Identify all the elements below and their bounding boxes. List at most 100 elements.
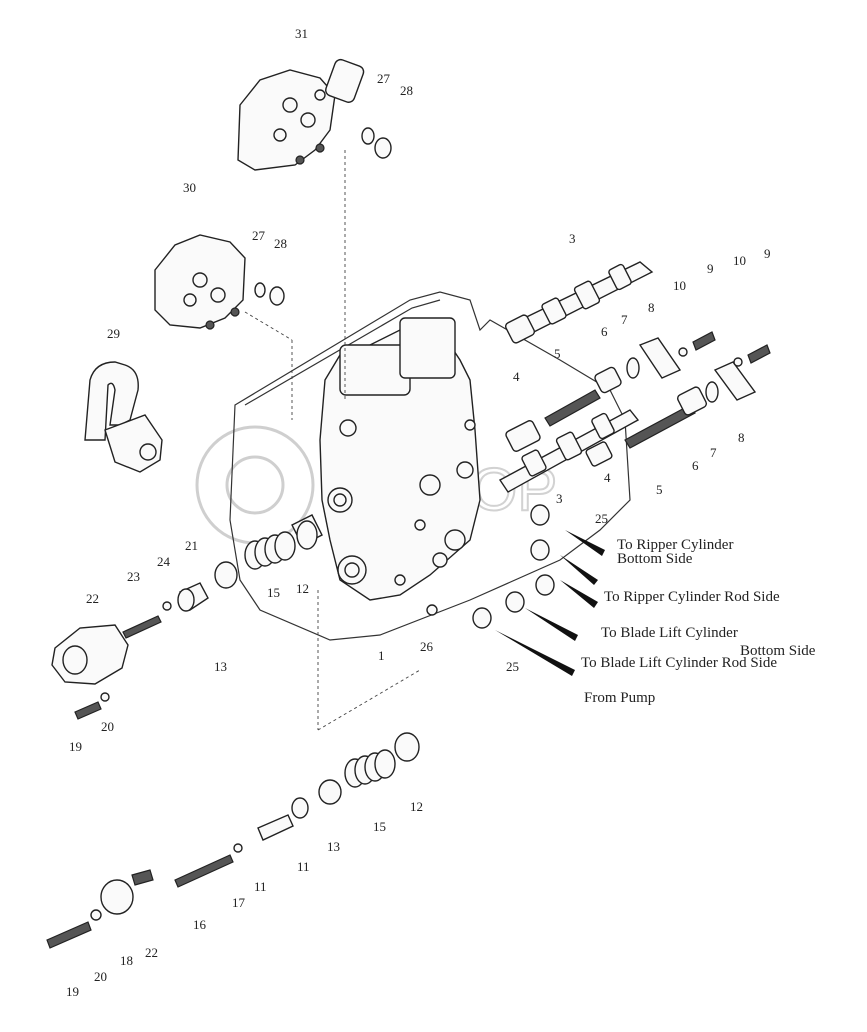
part-27-oring (254, 282, 266, 298)
callout-27: 27 (252, 228, 266, 243)
label-blade-bottom-line2: Bottom Side (740, 643, 816, 659)
callout-3-b: 3 (556, 491, 563, 506)
label-blade-bottom-line1: To Blade Lift Cylinder (601, 625, 738, 641)
callout-5-b: 5 (656, 482, 663, 497)
callout-6-a: 6 (601, 324, 608, 339)
callout-21: 21 (185, 538, 198, 553)
label-ripper-bottom-line2: Bottom Side (617, 551, 693, 567)
part-23-bolt (122, 615, 162, 639)
part-25-oring-3 (535, 574, 555, 596)
callout-27-top: 27 (377, 71, 391, 86)
part-29-pipe (84, 361, 163, 473)
part-12-cap-mid (291, 514, 323, 550)
callout-13-lower: 13 (327, 839, 340, 854)
callout-7-a: 7 (621, 312, 628, 327)
part-16-bolt (174, 854, 234, 888)
callout-numbers: 31 27 28 30 27 28 29 3 9 9 10 10 8 7 6 5… (66, 26, 771, 999)
callout-25-a: 25 (595, 511, 608, 526)
callout-25-b: 25 (506, 659, 519, 674)
part-10-washer-upper (678, 347, 688, 357)
callout-9-a: 9 (707, 261, 714, 276)
callout-23: 23 (127, 569, 140, 584)
part-12-cap-lower (394, 732, 420, 762)
part-5-spring-lower (624, 404, 696, 449)
part-26-plug (426, 604, 438, 616)
callout-20-lower: 20 (94, 969, 107, 984)
callout-11-a: 11 (297, 859, 310, 874)
part-7-oring-lower (705, 381, 719, 403)
part-19-bolt-mid (74, 701, 102, 720)
part-13-lower (318, 779, 342, 805)
part-20-washer-lower (90, 909, 102, 921)
part-25-oring-4 (505, 591, 525, 613)
callout-10-a: 10 (673, 278, 686, 293)
part-7-oring-upper (626, 357, 640, 379)
callout-9-b: 9 (764, 246, 771, 261)
callout-28-top: 28 (400, 83, 413, 98)
callout-10-b: 10 (733, 253, 746, 268)
callout-19-mid: 19 (69, 739, 82, 754)
part-11-piston (257, 814, 294, 841)
part-21-valve (177, 582, 209, 612)
callout-5-a: 5 (554, 346, 561, 361)
callout-8-a: 8 (648, 300, 655, 315)
label-from-pump: From Pump (584, 690, 655, 706)
callout-17: 17 (232, 895, 246, 910)
callout-12-mid: 12 (296, 581, 309, 596)
part-20-washer-mid (100, 692, 110, 702)
part-15-spring-mid (244, 531, 296, 570)
part-27-oring-top (361, 127, 375, 145)
part-8-plate-lower (713, 361, 757, 401)
valve-housing (229, 291, 631, 641)
part-25-oring-1 (530, 504, 550, 526)
callout-6-b: 6 (692, 458, 699, 473)
part-18-plate (100, 879, 134, 915)
callout-13-mid: 13 (214, 659, 227, 674)
label-ripper-bottom-line1: To Ripper Cylinder (617, 537, 733, 553)
part-28-ring (269, 286, 285, 306)
part-6-lower (676, 386, 708, 416)
part-30-cover (154, 234, 246, 330)
callout-8-b: 8 (738, 430, 745, 445)
part-25-oring-2 (530, 539, 550, 561)
callout-4-b: 4 (604, 470, 611, 485)
callout-12-lower: 12 (410, 799, 423, 814)
part-3-spool-upper (504, 261, 654, 344)
part-11-lower (291, 797, 309, 819)
part-28-ring-top (374, 137, 392, 159)
callout-30: 30 (183, 180, 196, 195)
callout-11-b: 11 (254, 879, 267, 894)
callout-28: 28 (274, 236, 287, 251)
callout-31: 31 (295, 26, 308, 41)
part-22-cover (51, 624, 129, 685)
part-3-spool-lower (498, 409, 640, 493)
part-9-bolt-lower (747, 344, 771, 364)
callout-26: 26 (420, 639, 434, 654)
part-19-bolt-lower (46, 921, 92, 949)
callout-4-a: 4 (513, 369, 520, 384)
label-ripper-rod: To Ripper Cylinder Rod Side (604, 589, 780, 605)
part-4-sleeve-upper (505, 420, 541, 452)
callout-1: 1 (378, 648, 385, 663)
part-15-spring-lower (344, 749, 396, 788)
flow-arrows (495, 530, 605, 676)
label-blade-rod: To Blade Lift Cylinder Rod Side (581, 655, 777, 671)
callout-18: 18 (120, 953, 133, 968)
callout-7-b: 7 (710, 445, 717, 460)
part-4-sleeve-lower (585, 441, 613, 467)
part-13-mid (214, 561, 238, 589)
part-22-pin-lower (131, 869, 154, 886)
callout-29: 29 (107, 326, 120, 341)
part-9-bolt-upper (692, 331, 716, 351)
callout-22-lower: 22 (145, 945, 158, 960)
part-24-washer (162, 601, 172, 611)
part-31-cover (237, 58, 365, 171)
callout-22-mid: 22 (86, 591, 99, 606)
callout-15-lower: 15 (373, 819, 386, 834)
callout-16: 16 (193, 917, 207, 932)
part-8-plate-upper (638, 337, 682, 379)
callout-19-lower: 19 (66, 984, 79, 999)
part-17-washer (233, 843, 243, 853)
callout-3-top: 3 (569, 231, 576, 246)
